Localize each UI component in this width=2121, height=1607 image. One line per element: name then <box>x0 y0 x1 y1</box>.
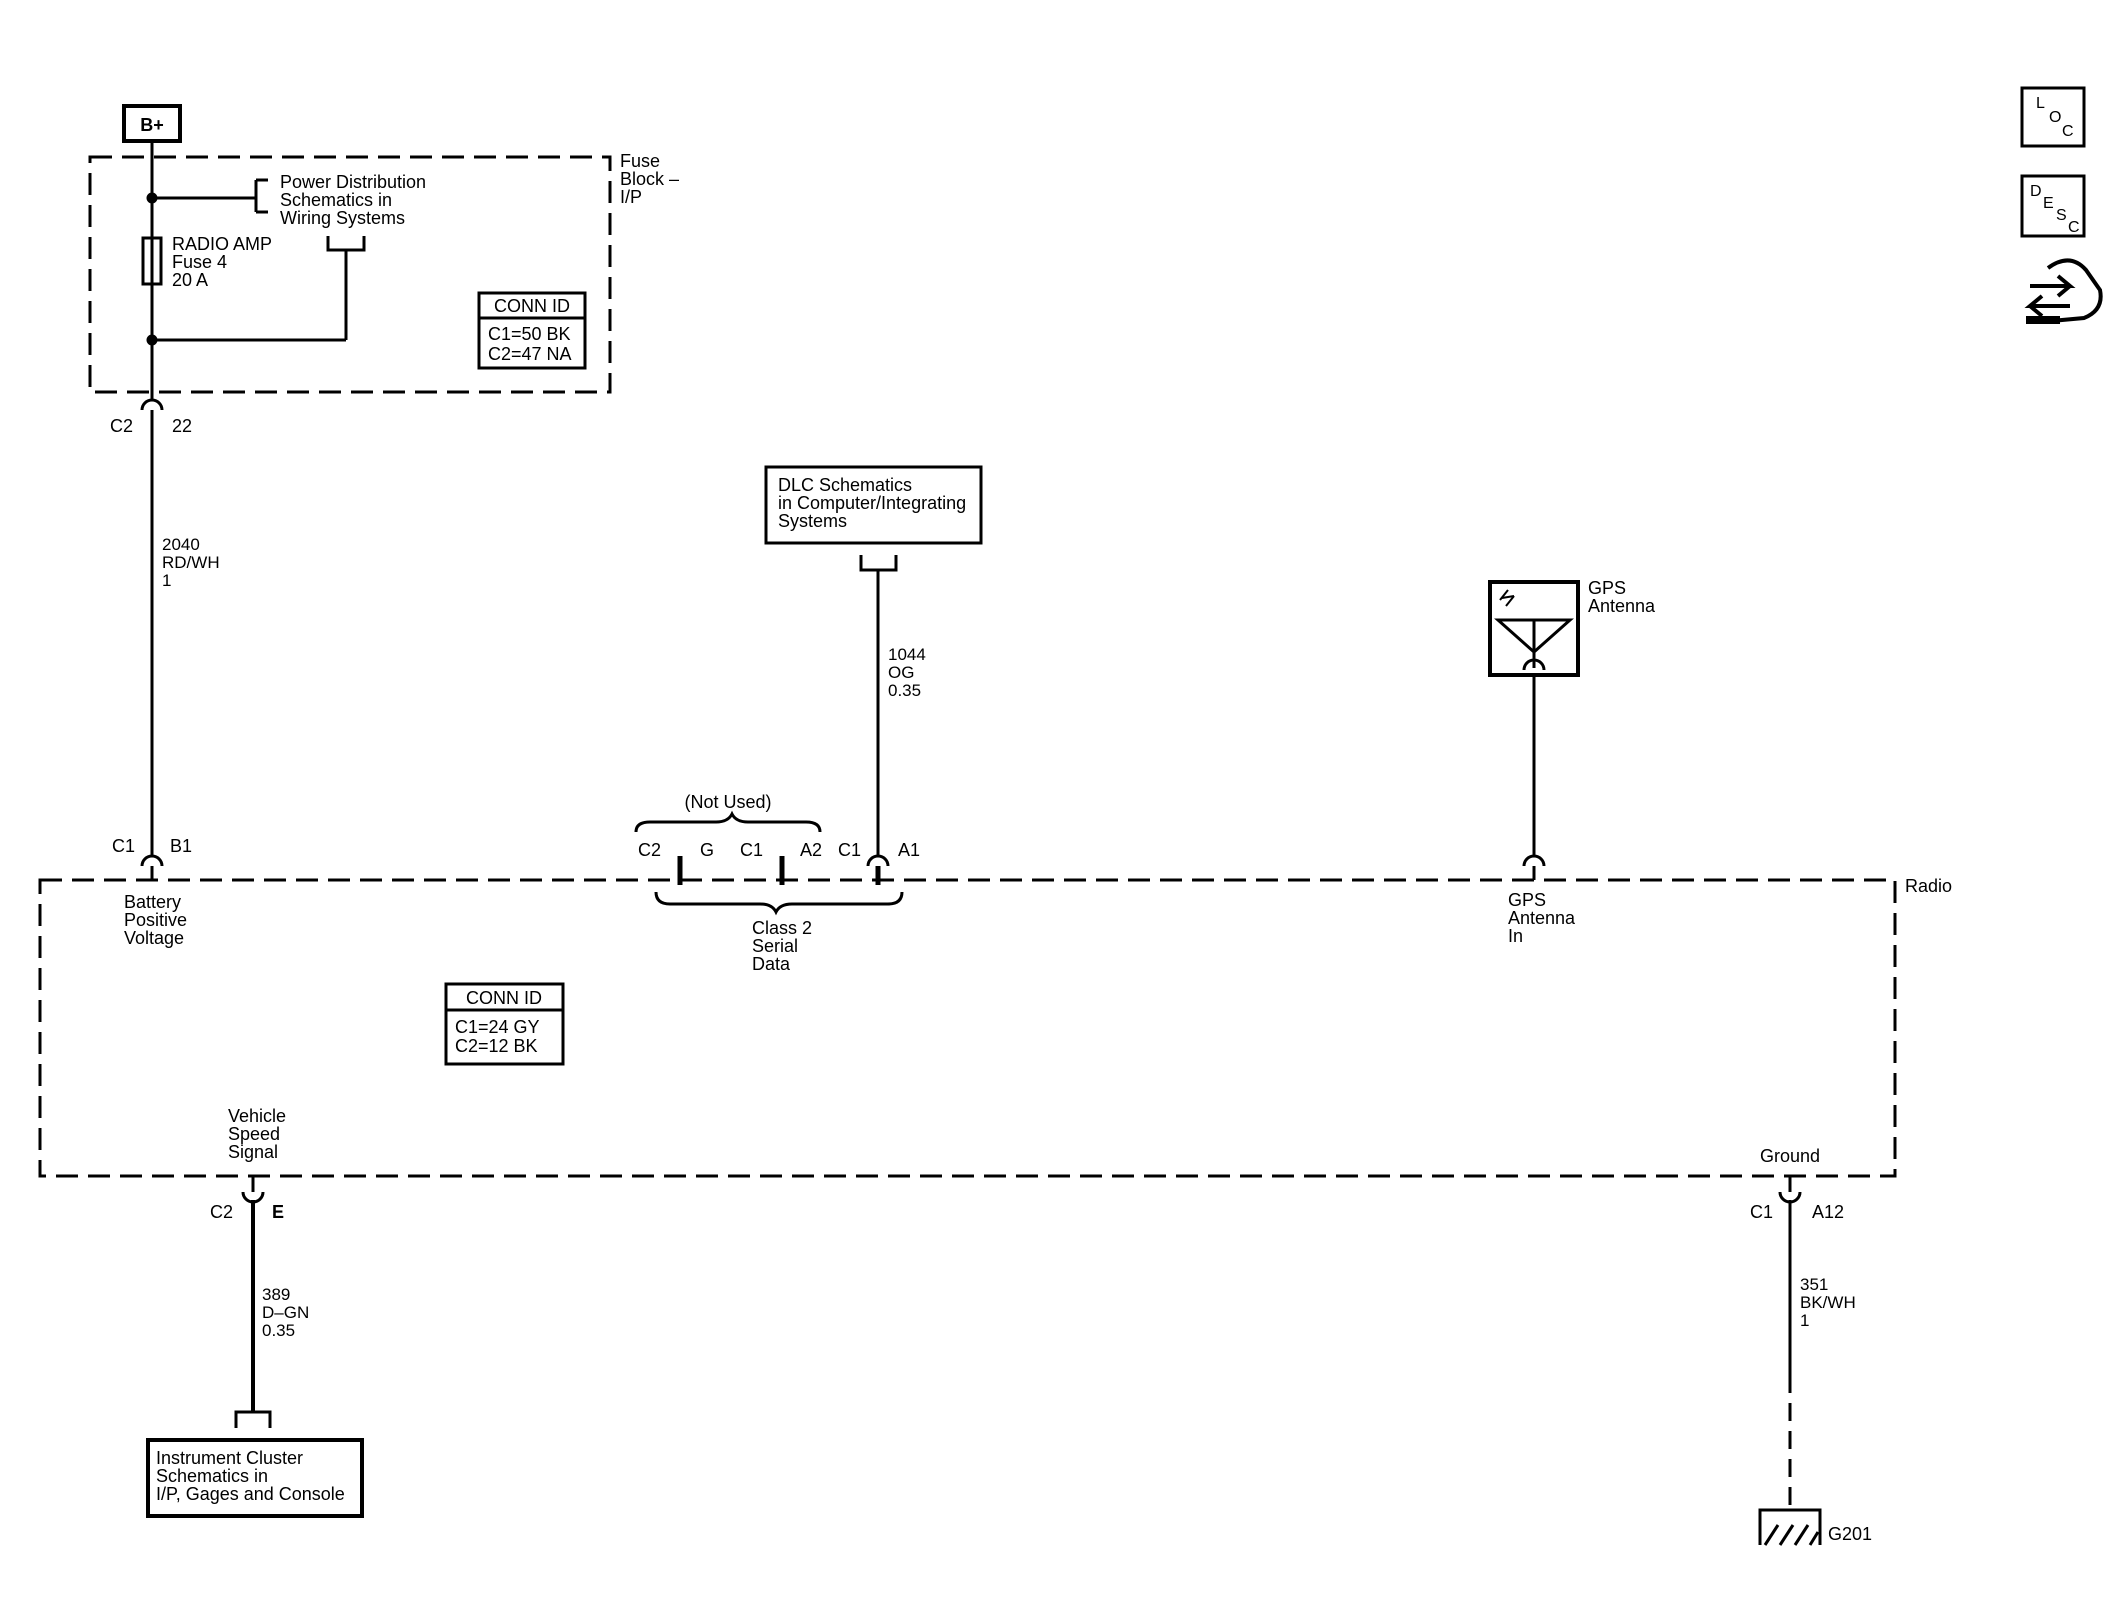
svg-text:Instrument Cluster Sch: Instrument Cluster Schematics in I/P, Ga… <box>156 1448 345 1504</box>
dlc-connector <box>859 555 898 572</box>
conn-id-title: CONN ID <box>494 296 570 316</box>
pin-label: C1 <box>838 840 861 860</box>
ground-symbol-icon <box>1758 1508 1822 1546</box>
power-distribution-reference: Power Distribution Schematics in Wiring … <box>280 172 431 228</box>
svg-text:C: C <box>2068 219 2080 236</box>
connector-id: C1 <box>112 836 135 856</box>
fuse-block-label: Fuse Block – I/P <box>620 151 684 207</box>
pin-label: C1 <box>740 840 763 860</box>
connector-pin: E <box>272 1202 284 1222</box>
svg-text:C: C <box>2062 123 2074 140</box>
svg-text:E: E <box>2043 195 2054 212</box>
svg-text:O: O <box>2049 109 2061 126</box>
svg-text:DLC Schematics in Comp: DLC Schematics in Computer/Integrating S… <box>778 475 971 531</box>
radio-module: Radio <box>38 876 1952 1178</box>
conn-id-lines: C1=50 BK C2=47 NA <box>488 324 576 364</box>
connector-c1-a1 <box>866 854 890 867</box>
antenna-signal-icon <box>1499 589 1515 607</box>
connector-c1-b1 <box>140 854 164 867</box>
pin-label: A2 <box>800 840 822 860</box>
ground-wire-label: 351 BK/WH 1 <box>1800 1275 1860 1330</box>
connector-id: C1 <box>1750 1202 1773 1222</box>
connector-id: C2 <box>110 416 133 436</box>
loc-icon[interactable]: L O C <box>2020 86 2086 148</box>
ground-point-label: G201 <box>1828 1524 1872 1544</box>
pin-label: G <box>700 840 714 860</box>
battery-positive-voltage-label: Battery Positive Voltage <box>124 892 192 948</box>
svg-text:D: D <box>2030 183 2042 200</box>
connector-pin: A12 <box>1812 1202 1844 1222</box>
not-used-label: (Not Used) <box>684 792 771 812</box>
desc-icon[interactable]: D E S C <box>2020 174 2086 238</box>
class2-serial-data-label: Class 2 Serial Data <box>752 918 817 974</box>
data-link-wire-label: 1044 OG 0.35 <box>888 645 931 700</box>
harness-arrow-icon[interactable] <box>2024 258 2103 324</box>
conn-id-title: CONN ID <box>466 988 542 1008</box>
connector-gps-in <box>1522 854 1546 867</box>
battery-feed-wire-label: 2040 RD/WH 1 <box>162 535 224 590</box>
not-used-brace <box>634 810 822 833</box>
pin-label: A1 <box>898 840 920 860</box>
radio-label: Radio <box>1905 876 1952 896</box>
battery-source-label: B+ <box>140 115 164 135</box>
fuse-symbol <box>141 236 163 286</box>
connector-pin: B1 <box>170 836 192 856</box>
svg-text:L: L <box>2036 95 2045 112</box>
radio-conn-id-box: CONN ID C1=24 GY C2=12 BK <box>444 982 565 1066</box>
gps-antenna-label: GPS Antenna <box>1588 578 1656 616</box>
dlc-reference-box: DLC Schematics in Computer/Integrating S… <box>764 465 983 545</box>
vehicle-speed-signal-label: Vehicle Speed Signal <box>228 1106 291 1162</box>
reference-connector <box>326 236 366 252</box>
connector-c2-22 <box>140 398 164 411</box>
instrument-cluster-reference-box: Instrument Cluster Schematics in I/P, Ga… <box>146 1438 364 1518</box>
ground-function-label: Ground <box>1760 1146 1820 1166</box>
connector-id: C2 <box>210 1202 233 1222</box>
cluster-connector <box>234 1410 272 1428</box>
gps-antenna-in-label: GPS Antenna In <box>1508 890 1580 946</box>
pin-label: C2 <box>638 840 661 860</box>
svg-text:S: S <box>2056 207 2067 224</box>
fuse-block: Fuse Block – I/P <box>88 151 684 394</box>
battery-source: B+ <box>122 104 182 143</box>
speed-signal-wire-label: 389 D–GN 0.35 <box>262 1285 314 1340</box>
conn-id-lines: C1=24 GY C2=12 BK <box>455 1017 544 1056</box>
class2-brace <box>654 891 904 916</box>
fuse-label: RADIO AMP Fuse 4 20 A <box>172 234 277 290</box>
connector-pin: 22 <box>172 416 192 436</box>
gps-antenna <box>1488 580 1580 677</box>
fuse-block-conn-id-box: CONN ID C1=50 BK C2=47 NA <box>477 291 587 370</box>
